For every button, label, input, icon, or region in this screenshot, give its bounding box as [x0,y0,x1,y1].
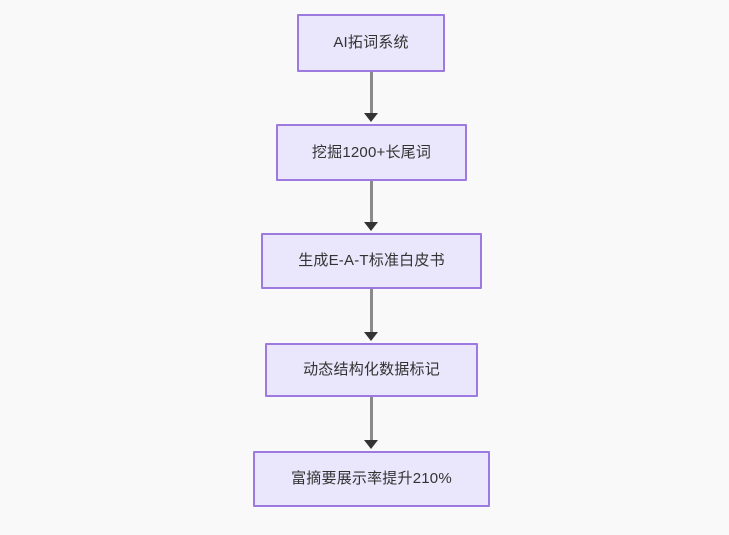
arrowhead-node1-node2 [364,113,378,122]
flowchart-node-ai-keyword-system[interactable]: AI拓词系统 [297,14,445,72]
flowchart-node-generate-eat-whitepaper[interactable]: 生成E-A-T标准白皮书 [261,233,482,289]
arrowhead-node2-node3 [364,222,378,231]
node-label: 动态结构化数据标记 [303,361,440,378]
arrowhead-node4-node5 [364,440,378,449]
flowchart-node-mine-longtail-keywords[interactable]: 挖掘1200+长尾词 [276,124,467,181]
node-label: 富摘要展示率提升210% [291,470,452,487]
connector-node3-node4 [370,289,373,334]
connector-node1-node2 [370,72,373,115]
node-label: AI拓词系统 [333,34,409,51]
node-label: 生成E-A-T标准白皮书 [298,252,445,269]
flowchart-node-dynamic-structured-data-markup[interactable]: 动态结构化数据标记 [265,343,478,397]
arrowhead-node3-node4 [364,332,378,341]
connector-node2-node3 [370,181,373,224]
connector-node4-node5 [370,397,373,442]
node-label: 挖掘1200+长尾词 [311,143,432,161]
flowchart-node-rich-snippet-rate-increase[interactable]: 富摘要展示率提升210% [253,451,490,507]
